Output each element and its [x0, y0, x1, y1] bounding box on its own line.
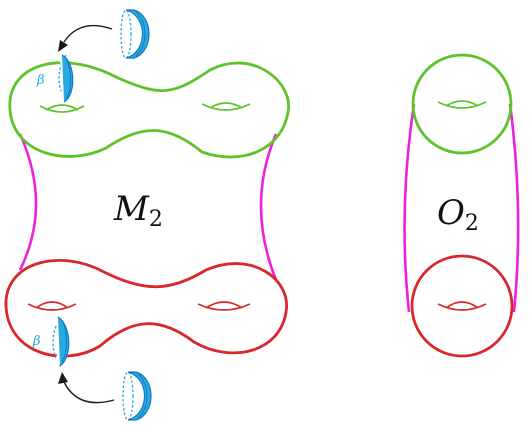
- beta-label-bottom: β: [32, 334, 41, 349]
- right-connector-curve: [259, 133, 278, 281]
- o2-label-main: O: [437, 193, 465, 233]
- bottom-torus-circle: [410, 254, 514, 358]
- top-torus-hole: [437, 100, 487, 109]
- bottom-torus-hole: [437, 301, 487, 311]
- m2-label-main: M: [113, 189, 150, 229]
- o2-label: O2: [437, 193, 479, 236]
- bottom-curved-arrow: [58, 372, 115, 404]
- beta-label-top: β: [36, 73, 45, 88]
- bottom-detached-handle: [122, 371, 152, 421]
- o2-label-sub: 2: [465, 211, 479, 236]
- bottom-right-hole: [197, 301, 251, 311]
- top-curved-arrow: [58, 24, 113, 52]
- right-right-connector-curve: [508, 103, 520, 313]
- top-beta-curve: [57, 54, 74, 103]
- top-left-hole: [39, 104, 85, 113]
- m2-label: M2: [113, 189, 163, 232]
- bottom-genus-two-surface: [4, 259, 288, 358]
- bottom-beta-curve: [52, 316, 70, 367]
- top-torus-circle: [411, 53, 513, 155]
- top-detached-handle: [120, 9, 150, 59]
- left-connector-curve: [18, 133, 38, 271]
- m2-label-sub: 2: [149, 207, 163, 232]
- right-left-connector-curve: [403, 103, 416, 313]
- top-right-hole: [201, 102, 251, 111]
- bottom-left-hole: [27, 301, 77, 311]
- top-genus-two-surface: [8, 61, 290, 159]
